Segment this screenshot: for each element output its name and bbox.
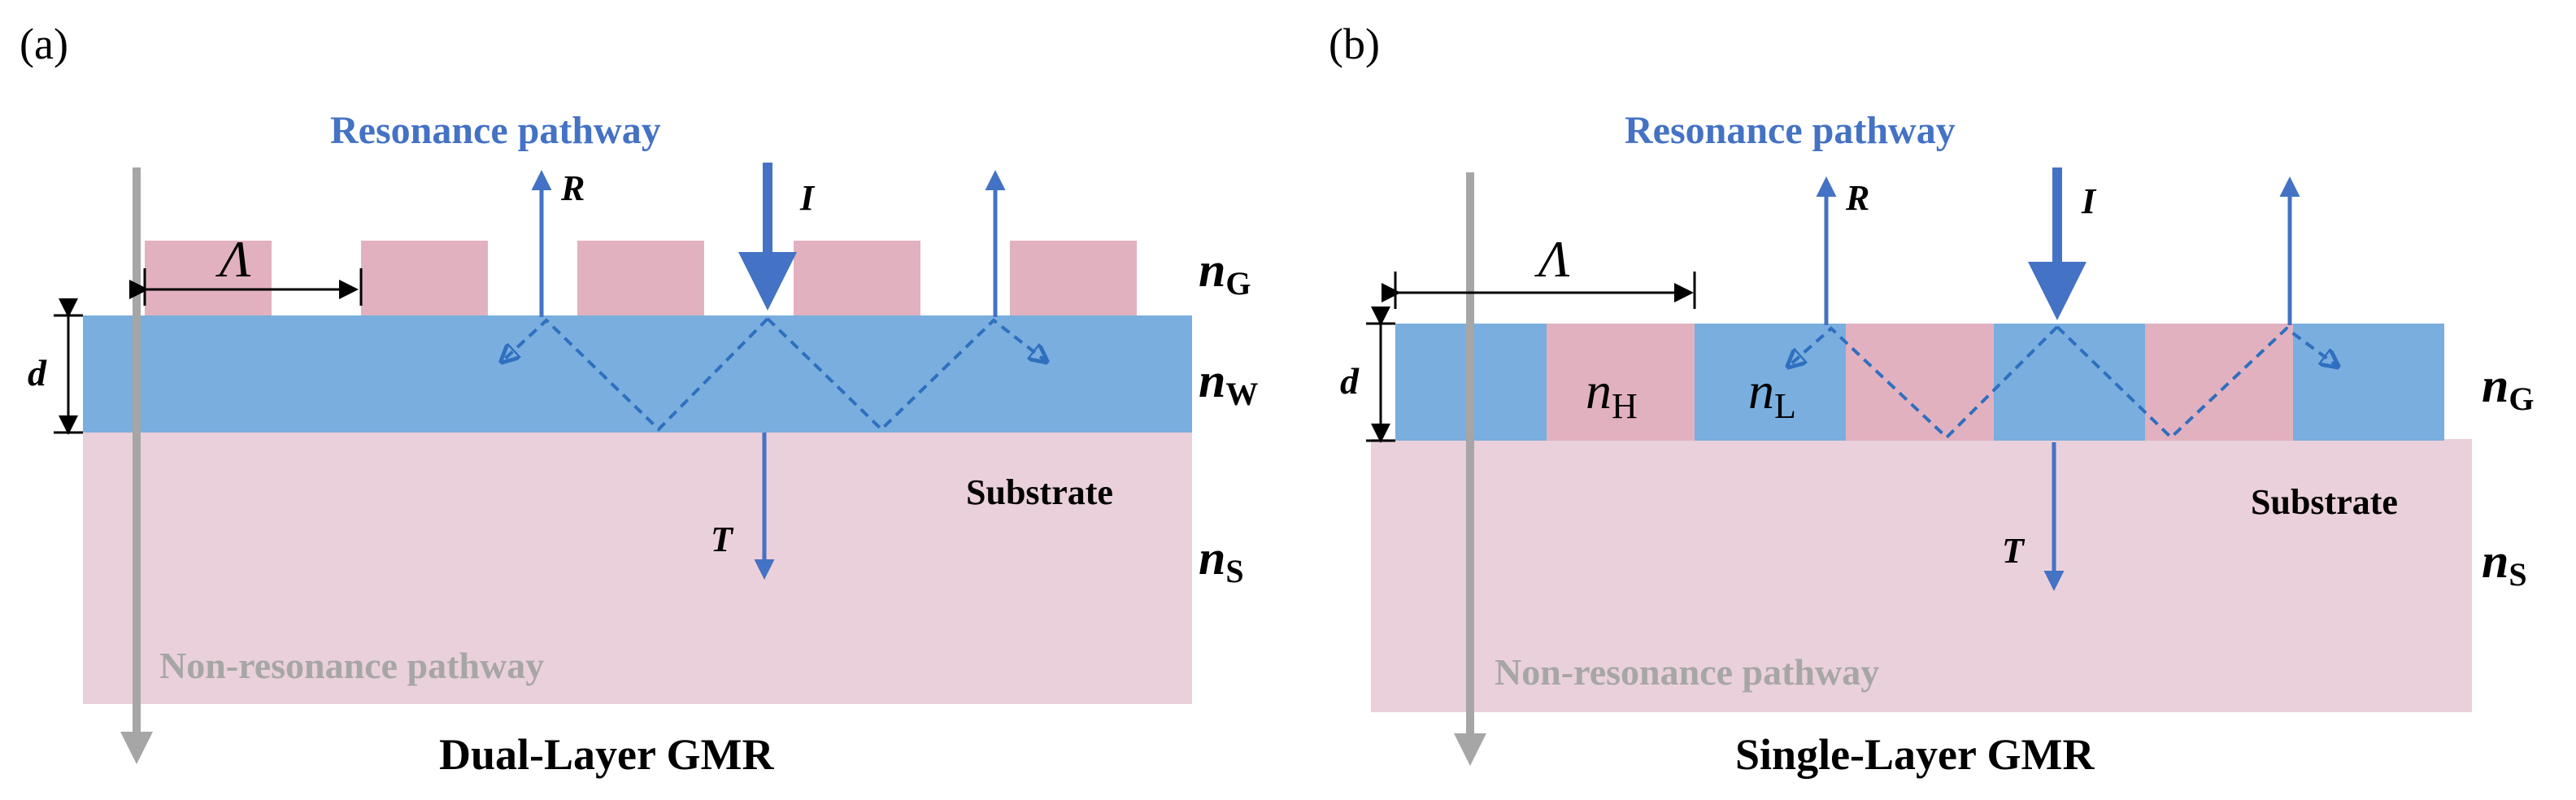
panel-a-grating-bar bbox=[145, 241, 272, 315]
panel-b-non-resonance-title: Non-resonance pathway bbox=[1495, 651, 1879, 693]
panel-b-substrate-label: Substrate bbox=[2251, 482, 2398, 522]
panel-b-reflected-label: R bbox=[1845, 178, 1869, 218]
panel-b-caption: Single-Layer GMR bbox=[1735, 730, 2095, 779]
panel-a-non-resonance-title: Non-resonance pathway bbox=[159, 645, 544, 686]
panel-b-guided-path-left bbox=[1789, 325, 2059, 440]
panel-b-grating-low bbox=[1695, 324, 1846, 441]
panel-a-index-grating: nG bbox=[1199, 243, 1251, 302]
panel-b-substrate bbox=[1371, 439, 2472, 712]
panel-a-guided-mode bbox=[503, 317, 1046, 432]
panel-a-resonance-title: Resonance pathway bbox=[330, 109, 661, 152]
panel-a-grating bbox=[145, 241, 1137, 315]
panel-b-incident-label: I bbox=[2081, 181, 2097, 221]
panel-a-grating-bar bbox=[1010, 241, 1137, 315]
panel-a-thickness-label: d bbox=[28, 352, 47, 393]
panel-a-grating-bar bbox=[361, 241, 488, 315]
panel-a-guided-path-left bbox=[503, 317, 769, 432]
panel-b-grating-high bbox=[1547, 324, 1695, 441]
panel-b-grating-high bbox=[2145, 324, 2293, 441]
panel-b-label: (b) bbox=[1329, 20, 1380, 68]
panel-a-period-label: Λ bbox=[215, 230, 251, 288]
panel-b-thickness-label: d bbox=[1340, 360, 1360, 402]
panel-b-period-label: Λ bbox=[1534, 230, 1570, 288]
panel-a-index-waveguide: nW bbox=[1199, 354, 1258, 412]
panel-a-transmitted-label: T bbox=[711, 520, 734, 559]
panel-b-index-substrate: nS bbox=[2482, 534, 2527, 593]
panel-b: (b) Resonance pathway Non-resonance path… bbox=[1329, 20, 2535, 779]
panel-b-grating-layer bbox=[1395, 324, 2444, 441]
panel-a-reflected-label: R bbox=[560, 168, 585, 208]
panel-a: (a) Resonance pathway Non-resonance path… bbox=[20, 20, 1258, 779]
panel-b-grating-low bbox=[1994, 324, 2145, 441]
panel-b-index-high: nH bbox=[1586, 362, 1638, 426]
panel-b-resonance-title: Resonance pathway bbox=[1625, 109, 1956, 152]
panel-a-substrate-label: Substrate bbox=[966, 472, 1113, 512]
panel-b-guided-mode bbox=[1789, 325, 2337, 440]
panel-a-waveguide-layer bbox=[83, 315, 1192, 433]
panel-b-grating-high bbox=[1846, 324, 1994, 441]
panel-a-grating-bar bbox=[577, 241, 704, 315]
panel-a-substrate bbox=[83, 431, 1192, 704]
panel-a-label: (a) bbox=[20, 20, 68, 68]
panel-a-grating-bar bbox=[794, 241, 920, 315]
panel-a-index-substrate: nS bbox=[1199, 531, 1244, 589]
panel-a-incident-label: I bbox=[799, 178, 816, 218]
panel-a-caption: Dual-Layer GMR bbox=[439, 730, 774, 779]
panel-b-grating-low bbox=[2293, 324, 2444, 441]
panel-b-guided-path-right bbox=[2056, 325, 2337, 440]
panel-a-guided-path-right bbox=[766, 317, 1046, 432]
panel-b-index-grating: nG bbox=[2482, 359, 2535, 417]
panel-b-index-low: nL bbox=[1748, 362, 1796, 426]
panel-b-transmitted-label: T bbox=[2002, 531, 2026, 571]
